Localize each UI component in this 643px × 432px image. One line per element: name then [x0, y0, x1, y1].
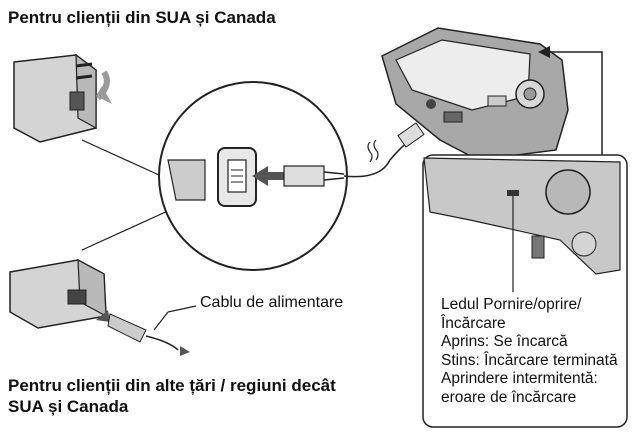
power-cable-label: Cablu de alimentare — [200, 294, 344, 311]
led-legend-line: Aprindere intermitentă: — [441, 370, 598, 387]
heading-us-canada: Pentru clienții din SUA și Canada — [8, 8, 276, 27]
led-legend-line: Încărcare — [441, 314, 506, 332]
led-legend-line: Ledul Pornire/oprire/ — [441, 296, 582, 313]
wall-plug-adapter-icon — [13, 53, 97, 143]
led-legend: Ledul Pornire/oprire/ Încărcare Aprins: … — [441, 296, 641, 407]
usb-connector-magnified — [158, 81, 348, 271]
camera-icon — [381, 27, 569, 161]
arrow-icon — [180, 346, 190, 356]
arrow-icon — [252, 166, 284, 186]
arrow-icon — [96, 310, 110, 322]
led-legend-line: eroare de încărcare — [441, 388, 577, 406]
led-legend-line: Aprins: Se încarcă — [441, 333, 568, 350]
led-legend-line: Stins: Încărcare terminată — [441, 351, 618, 369]
heading-other-regions: Pentru clienții din alte țări / regiuni … — [8, 376, 336, 416]
ac-adapter-icon — [9, 258, 190, 356]
